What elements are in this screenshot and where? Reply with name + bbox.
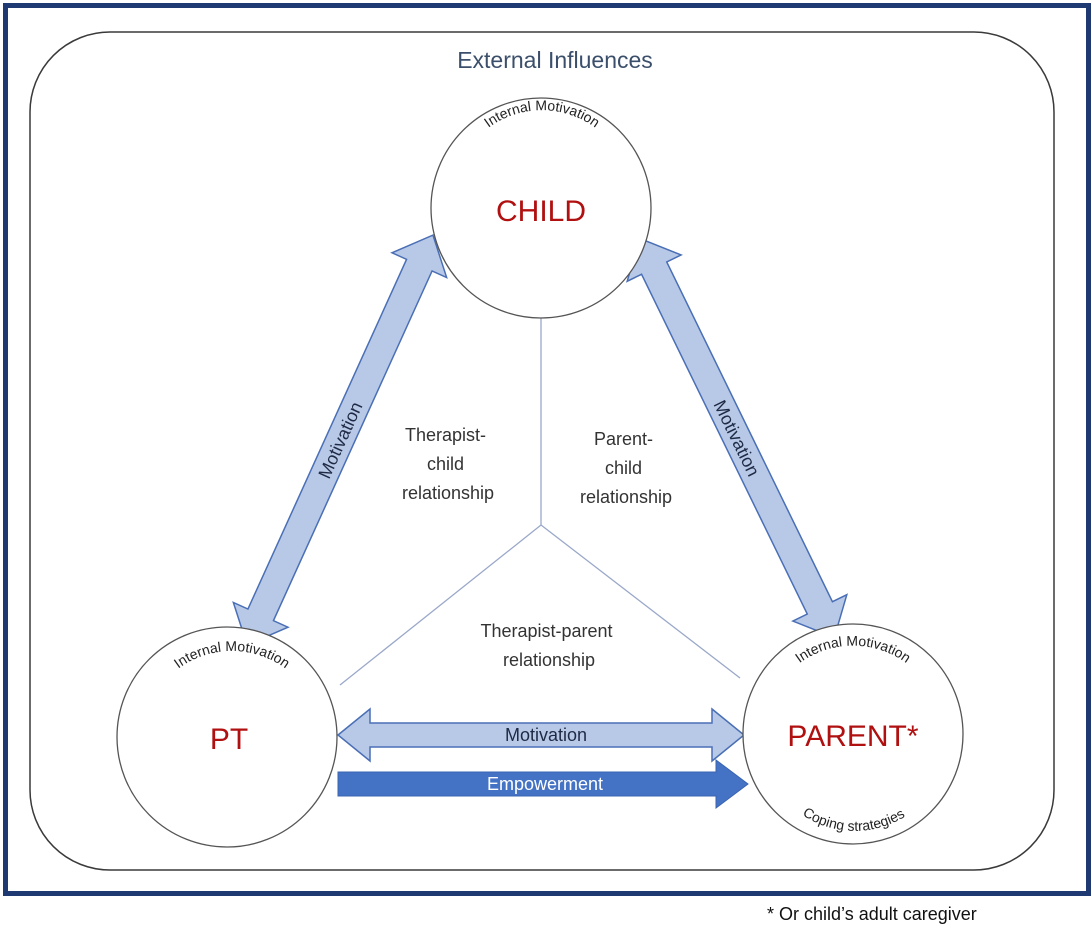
parent-label: PARENT* <box>787 720 918 753</box>
bottom-motivation-label: Motivation <box>505 725 587 745</box>
parent-child-relationship-label: Parent- child relationship <box>580 429 672 507</box>
therapist-child-relationship-label: Therapist- child relationship <box>402 425 494 503</box>
empowerment-label: Empowerment <box>487 774 603 794</box>
diagram-canvas: External Influences Motivation Motivatio… <box>29 31 1055 871</box>
bottom-motivation-arrow: Motivation <box>336 707 746 763</box>
diagram-title: External Influences <box>457 47 653 73</box>
external-influences-boundary <box>29 31 1055 871</box>
child-label: CHILD <box>496 195 586 228</box>
parent-node: Internal Motivation PARENT* Coping strat… <box>742 623 964 845</box>
caregiver-footnote: * Or child’s adult caregiver <box>767 904 977 924</box>
child-node: Internal Motivation CHILD <box>430 97 652 319</box>
therapist-parent-relationship-label: Therapist-parent relationship <box>480 621 617 670</box>
divider-line-left <box>339 524 542 686</box>
divider-line-right <box>540 524 741 679</box>
pt-label: PT <box>210 723 248 756</box>
empowerment-arrow: Empowerment <box>337 759 749 809</box>
pt-node: Internal Motivation PT <box>116 626 338 848</box>
